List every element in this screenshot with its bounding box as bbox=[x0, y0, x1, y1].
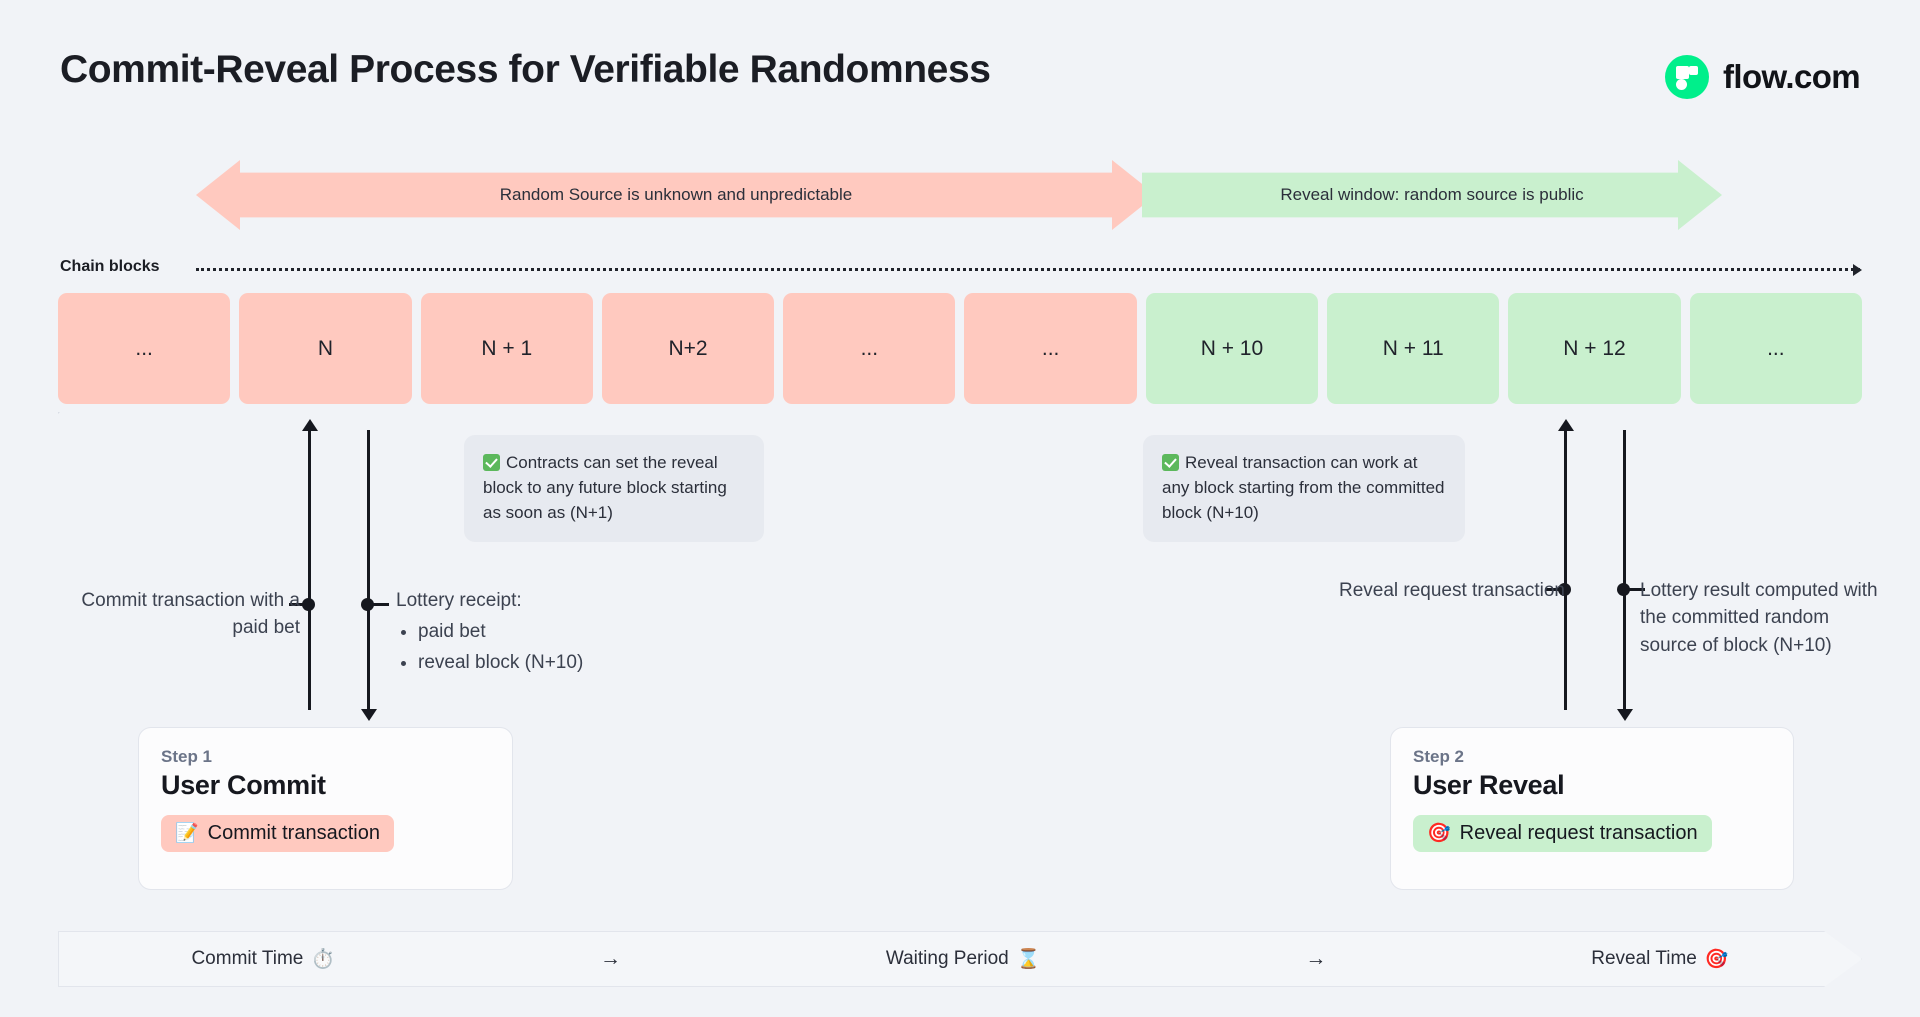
step-title: User Reveal bbox=[1413, 770, 1565, 800]
reveal-request-transaction-pill[interactable]: 🎯 Reveal request transaction bbox=[1413, 815, 1712, 852]
label-lottery-receipt: Lottery receipt: paid bet reveal block (… bbox=[396, 587, 726, 679]
chain-block: N + 10 bbox=[1145, 293, 1319, 404]
chain-block: N bbox=[239, 293, 412, 404]
commit-up-arrow bbox=[301, 419, 318, 710]
check-mark-icon bbox=[1162, 454, 1179, 471]
callout-reveal-text: Reveal transaction can work at any block… bbox=[1162, 453, 1445, 522]
reveal-request-up-arrow bbox=[1557, 419, 1574, 710]
step-title: User Commit bbox=[161, 770, 326, 800]
brand-name: flow.com bbox=[1723, 58, 1861, 95]
label-lottery-result: Lottery result computed with the committ… bbox=[1640, 580, 1878, 656]
timeline-item-waiting-period: Waiting Period ⌛ bbox=[886, 948, 1041, 970]
list-item: paid bet bbox=[418, 618, 726, 645]
check-mark-icon bbox=[483, 454, 500, 471]
lottery-receipt-title: Lottery receipt: bbox=[396, 590, 522, 611]
step-kicker: Step 2 bbox=[1413, 747, 1465, 766]
chain-block: ... bbox=[58, 293, 231, 404]
reveal-request-connector-stub bbox=[1545, 588, 1567, 591]
lottery-result-down-arrow bbox=[1616, 430, 1633, 721]
receipt-down-arrow bbox=[360, 430, 377, 721]
callout-reveal-rule: Reveal transaction can work at any block… bbox=[1143, 435, 1465, 542]
lottery-result-connector-stub bbox=[1623, 588, 1645, 591]
reveal-request-transaction-pill-label: Reveal request transaction bbox=[1459, 822, 1698, 844]
chain-block: N + 1 bbox=[420, 293, 593, 404]
dart-target-icon: 🎯 bbox=[1704, 948, 1729, 970]
commit-transaction-pill[interactable]: 📝 Commit transaction bbox=[161, 815, 394, 852]
bottom-timeline: Commit Time ⏱️ → Waiting Period ⌛ → Reve… bbox=[58, 931, 1862, 987]
timeline-label: Commit Time bbox=[191, 948, 304, 969]
label-commit-transaction: Commit transaction with a paid bet bbox=[81, 590, 300, 639]
list-item: reveal block (N+10) bbox=[418, 649, 726, 676]
timeline-label: Waiting Period bbox=[885, 948, 1009, 969]
chain-blocks-row: ... N N + 1 N+2 ... ... N + 10 N + 11 N … bbox=[58, 293, 1862, 404]
timeline-label: Reveal Time bbox=[1591, 948, 1697, 969]
flow-logo-icon bbox=[1665, 55, 1710, 99]
chain-blocks-label: Chain blocks bbox=[60, 258, 160, 275]
dart-target-icon: 🎯 bbox=[1427, 823, 1451, 844]
step-kicker: Step 1 bbox=[161, 747, 213, 766]
chain-block: ... bbox=[964, 293, 1137, 404]
chain-block: N+2 bbox=[601, 293, 775, 404]
memo-pencil-icon: 📝 bbox=[175, 823, 199, 844]
receipt-connector-stub bbox=[367, 603, 389, 606]
phase-arrow-reveal: Reveal window: random source is public bbox=[1142, 160, 1722, 230]
stopwatch-icon: ⏱️ bbox=[311, 948, 336, 970]
label-reveal-request: Reveal request transaction bbox=[1338, 580, 1565, 601]
timeline-item-reveal-time: Reveal Time 🎯 bbox=[1591, 948, 1728, 970]
callout-commit-text: Contracts can set the reveal block to an… bbox=[483, 453, 727, 522]
chain-axis-line bbox=[196, 264, 1862, 276]
chain-block: N + 12 bbox=[1508, 293, 1681, 404]
step-card-user-reveal: Step 2 User Reveal 🎯 Reveal request tran… bbox=[1390, 727, 1794, 890]
timeline-arrow-icon: → bbox=[599, 947, 621, 970]
hourglass-icon: ⌛ bbox=[1016, 948, 1041, 970]
phase-label-reveal: Reveal window: random source is public bbox=[1280, 185, 1584, 204]
chain-block: ... bbox=[783, 293, 956, 404]
page-header: Commit-Reveal Process for Verifiable Ran… bbox=[0, 0, 1920, 120]
brand-logo: flow.com bbox=[1665, 55, 1861, 99]
phase-arrow-unknown: Random Source is unknown and unpredictab… bbox=[196, 160, 1156, 230]
chain-block: ... bbox=[1689, 293, 1862, 404]
timeline-arrow-icon: → bbox=[1305, 947, 1327, 970]
commit-transaction-pill-label: Commit transaction bbox=[207, 822, 380, 844]
callout-commit-rule: Contracts can set the reveal block to an… bbox=[464, 435, 764, 542]
lottery-receipt-list: paid bet reveal block (N+10) bbox=[396, 618, 726, 676]
chain-block: N + 11 bbox=[1327, 293, 1500, 404]
commit-connector-stub bbox=[289, 603, 311, 606]
timeline-item-commit-time: Commit Time ⏱️ bbox=[191, 948, 335, 970]
step-card-user-commit: Step 1 User Commit 📝 Commit transaction bbox=[138, 727, 513, 890]
phase-label-unknown: Random Source is unknown and unpredictab… bbox=[499, 185, 853, 204]
page-title: Commit-Reveal Process for Verifiable Ran… bbox=[60, 48, 991, 91]
phase-arrows: Random Source is unknown and unpredictab… bbox=[0, 160, 1920, 230]
